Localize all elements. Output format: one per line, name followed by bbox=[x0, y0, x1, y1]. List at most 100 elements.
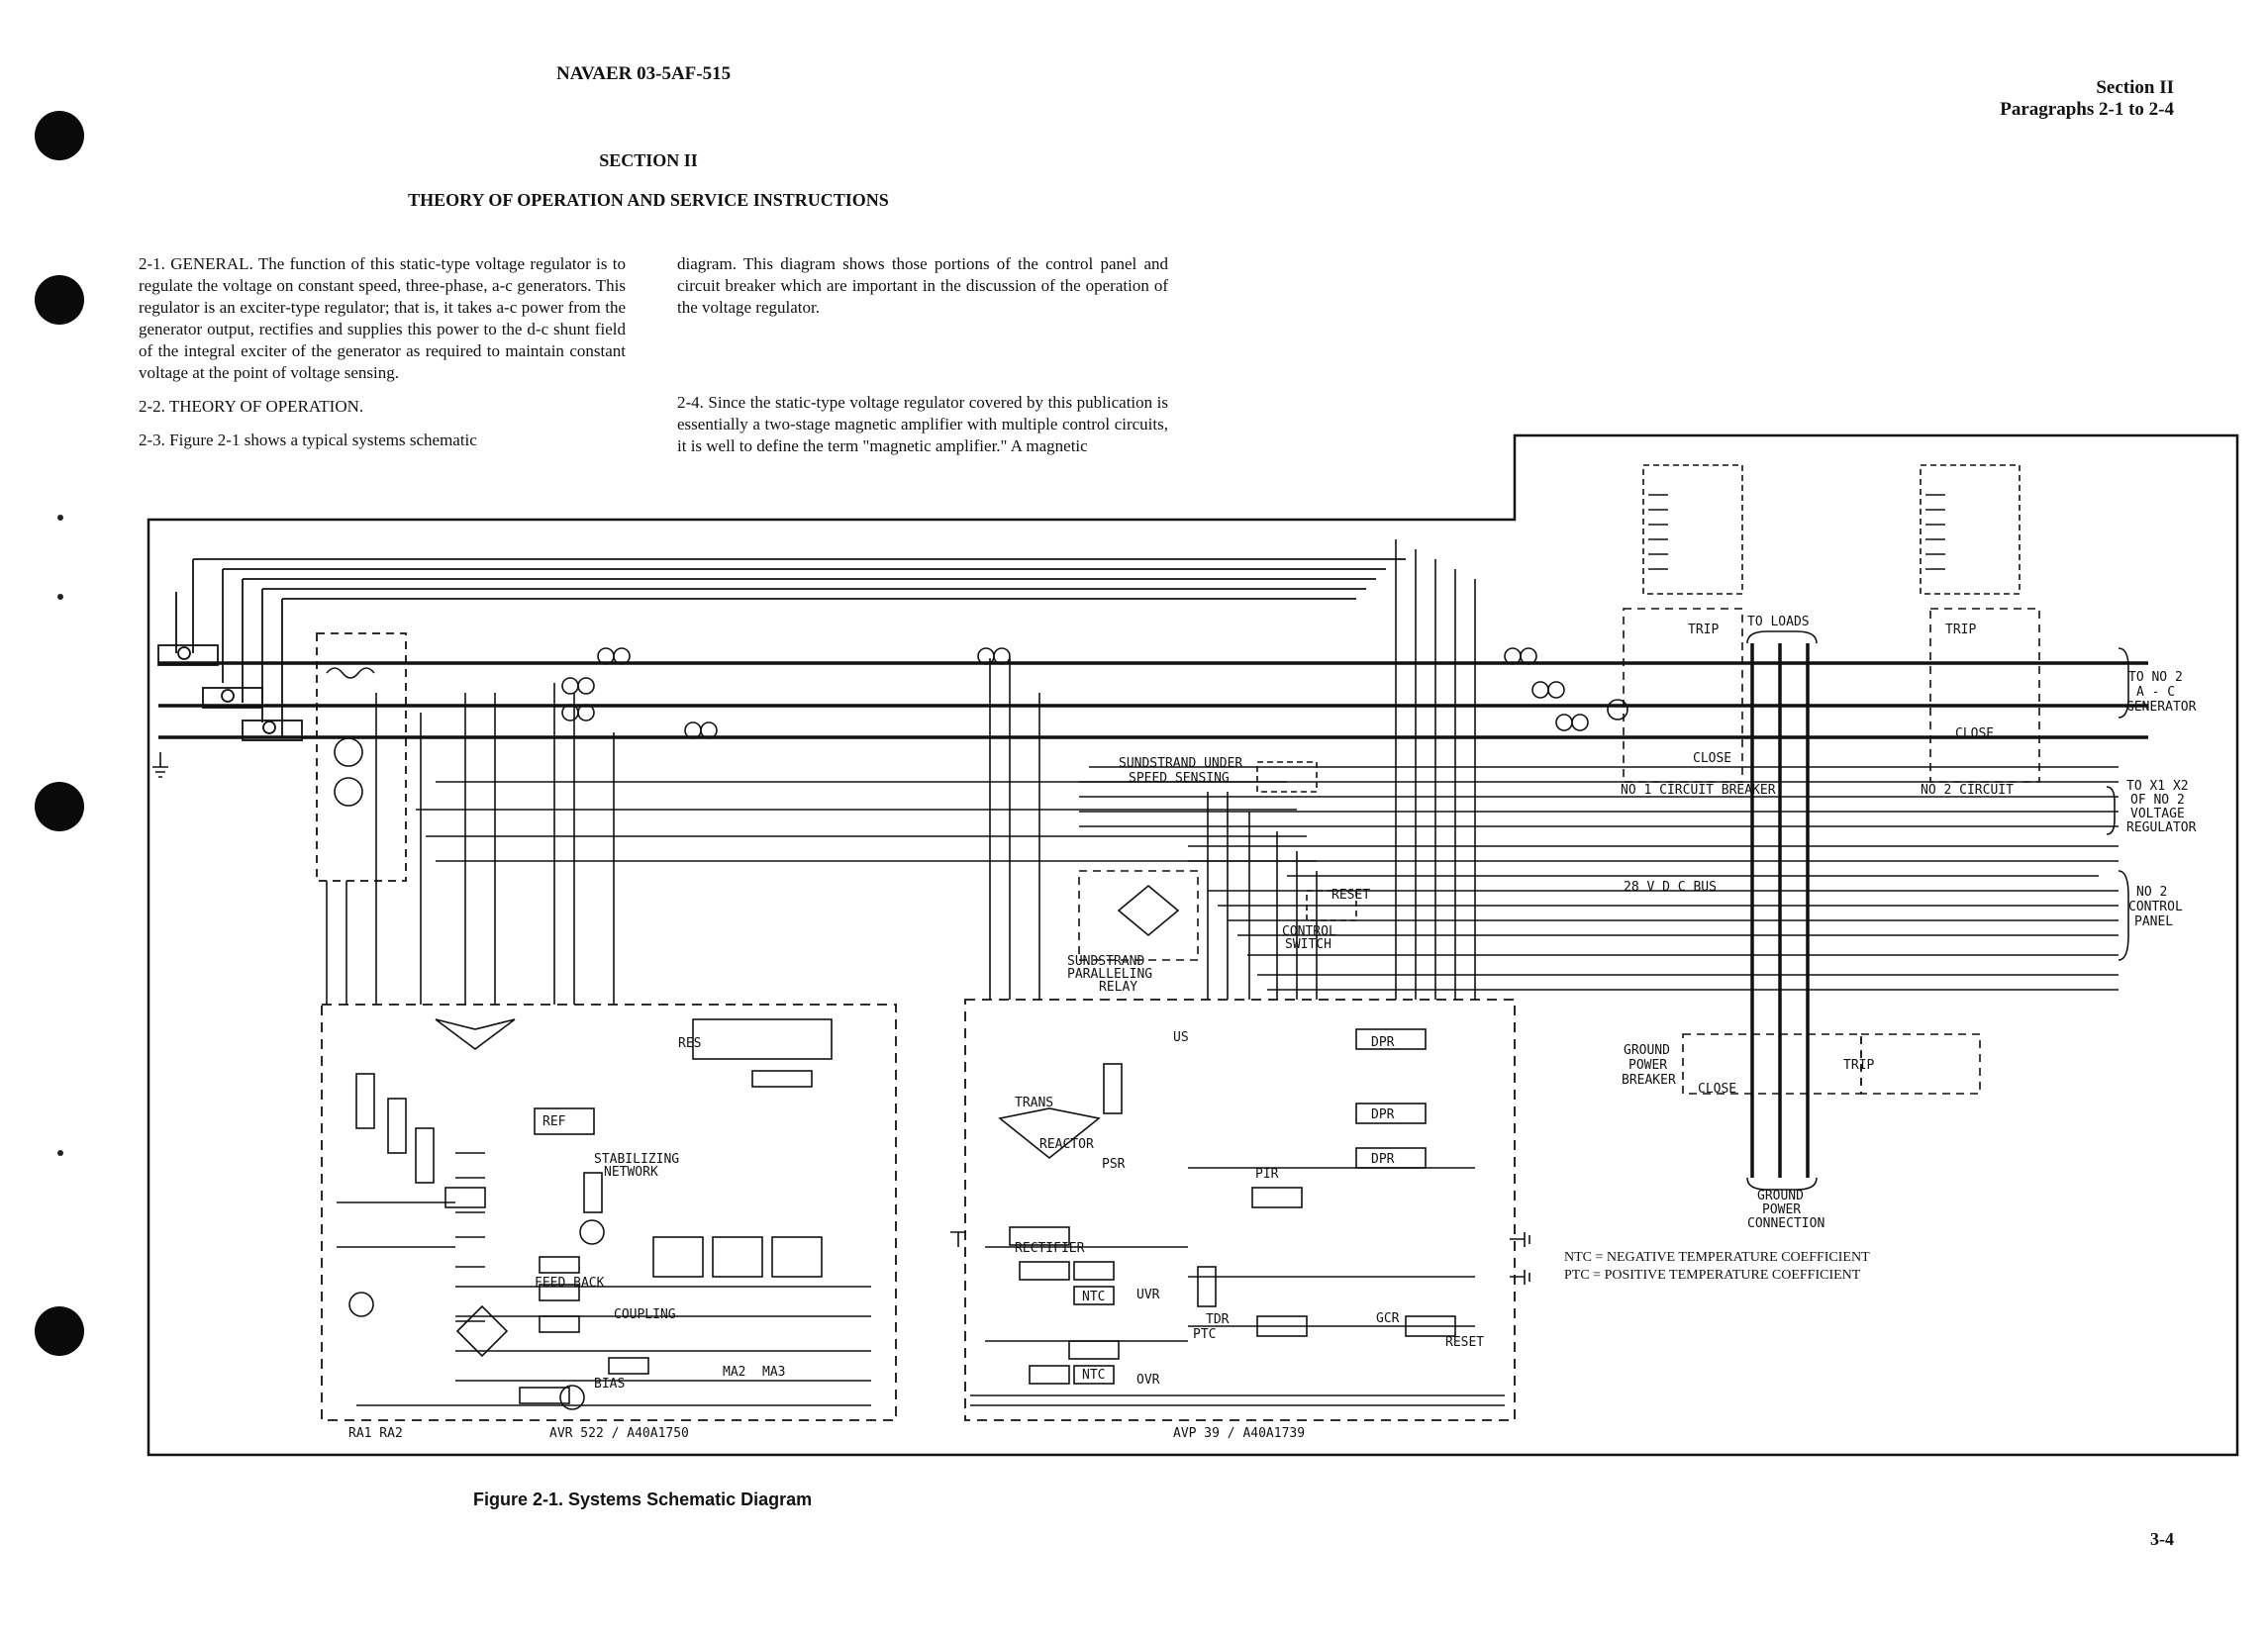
label-close-2: CLOSE bbox=[1955, 726, 1994, 741]
avp-internals bbox=[970, 1028, 1505, 1406]
label-sundstrand-2: SPEED SENSING bbox=[1129, 771, 1230, 786]
ground-power-brace bbox=[1746, 1177, 1818, 1191]
label-paralleling-1: SUNDSTRAND bbox=[1067, 954, 1144, 969]
no2-generator-brace bbox=[2118, 647, 2129, 719]
section-label: Section II bbox=[2096, 77, 2174, 98]
label-ma2: MA2 bbox=[723, 1365, 745, 1380]
document-number: NAVAER 03-5AF-515 bbox=[556, 63, 732, 84]
paragraph-2-3: 2-3. Figure 2-1 shows a typical systems … bbox=[139, 431, 477, 449]
schematic-labels: TO LOADS TO NO 2 A - C GENERATOR TO X1 X… bbox=[348, 615, 2197, 1441]
label-no2-panel-2: CONTROL bbox=[2128, 900, 2183, 914]
avr-feeds bbox=[326, 683, 1317, 1005]
label-psr: PSR bbox=[1102, 1157, 1126, 1172]
label-to-no2-reg-3: VOLTAGE bbox=[2130, 807, 2185, 821]
phase-cts bbox=[561, 647, 1628, 739]
label-paralleling-3: RELAY bbox=[1099, 980, 1137, 995]
avp-39-box bbox=[964, 999, 1516, 1421]
label-trip-1: TRIP bbox=[1688, 623, 1719, 637]
binder-hole-4 bbox=[35, 1306, 84, 1356]
label-ra: RA1 RA2 bbox=[348, 1426, 403, 1441]
label-gpb-close: CLOSE bbox=[1698, 1082, 1736, 1097]
label-reactor: REACTOR bbox=[1039, 1137, 1094, 1152]
label-sundstrand-1: SUNDSTRAND UNDER bbox=[1119, 756, 1242, 771]
label-to-no2-gen-2: A - C bbox=[2136, 685, 2175, 700]
label-gpb-2: POWER bbox=[1628, 1058, 1667, 1073]
legend-ptc: PTC = POSITIVE TEMPERATURE COEFFICIENT bbox=[1564, 1268, 1861, 1283]
label-tdr: TDR bbox=[1206, 1312, 1230, 1327]
label-close-1: CLOSE bbox=[1693, 751, 1731, 766]
label-trip-2: TRIP bbox=[1945, 623, 1976, 637]
label-stab-net-1: STABILIZING bbox=[594, 1152, 679, 1167]
paragraph-2-1: 2-1. GENERAL. The function of this stati… bbox=[139, 254, 626, 382]
label-feedback: FEED BACK bbox=[535, 1276, 605, 1291]
label-dpr-2: DPR bbox=[1371, 1107, 1395, 1122]
label-dpr-1: DPR bbox=[1371, 1035, 1395, 1050]
label-cb2: NO 2 CIRCUIT bbox=[1921, 783, 2014, 798]
label-gpb-trip: TRIP bbox=[1843, 1058, 1874, 1073]
label-to-loads: TO LOADS bbox=[1747, 615, 1810, 629]
ground-symbols bbox=[152, 752, 1530, 1285]
label-no2-panel-3: PANEL bbox=[2134, 914, 2173, 929]
right-text-column: diagram. This diagram shows those portio… bbox=[677, 253, 1168, 469]
label-paralleling-2: PARALLELING bbox=[1067, 967, 1152, 982]
to-loads-brace bbox=[1746, 630, 1818, 644]
label-gpb-1: GROUND bbox=[1624, 1043, 1670, 1058]
label-pir: PIR bbox=[1255, 1167, 1279, 1182]
label-dpr-3: DPR bbox=[1371, 1152, 1395, 1167]
control-wiring bbox=[989, 539, 2119, 1000]
label-to-no2-gen-1: TO NO 2 bbox=[2128, 670, 2183, 685]
label-stab-net-2: NETWORK bbox=[604, 1165, 658, 1180]
label-coupling: COUPLING bbox=[614, 1307, 676, 1322]
label-no2-panel-1: NO 2 bbox=[2136, 885, 2167, 900]
generator-block bbox=[316, 632, 407, 882]
paragraph-2-4: 2-4. Since the static-type voltage regul… bbox=[677, 393, 1168, 455]
label-ptc: PTC bbox=[1193, 1327, 1216, 1342]
load-lines bbox=[1750, 643, 1810, 1178]
phase-lines bbox=[158, 661, 2148, 739]
paragraph-range: Paragraphs 2-1 to 2-4 bbox=[2000, 99, 2174, 120]
circuit-breakers bbox=[1623, 464, 2040, 1095]
label-uvr: UVR bbox=[1136, 1288, 1160, 1302]
left-transformers bbox=[157, 644, 303, 741]
label-res: RES bbox=[678, 1036, 701, 1051]
label-control-switch-2: SWITCH bbox=[1285, 937, 1331, 952]
legend: NTC = NEGATIVE TEMPERATURE COEFFICIENT P… bbox=[1564, 1249, 1870, 1285]
margin-dot bbox=[57, 515, 63, 521]
label-us: US bbox=[1173, 1030, 1189, 1045]
label-reset-2: RESET bbox=[1445, 1335, 1484, 1350]
label-to-no2-reg-2: OF NO 2 bbox=[2130, 793, 2185, 808]
label-gpc-1: GROUND bbox=[1757, 1189, 1804, 1203]
no2-panel-brace bbox=[2118, 870, 2129, 961]
label-avr: AVR 522 / A40A1750 bbox=[549, 1426, 689, 1441]
label-gcr: GCR bbox=[1376, 1311, 1400, 1326]
paragraph-2-3-cont: diagram. This diagram shows those portio… bbox=[677, 254, 1168, 317]
label-to-no2-reg-4: REGULATOR bbox=[2126, 820, 2197, 835]
label-ntc-2: NTC bbox=[1082, 1368, 1105, 1383]
feeder-lines bbox=[175, 558, 1406, 737]
binder-hole-2 bbox=[35, 275, 84, 325]
legend-ntc: NTC = NEGATIVE TEMPERATURE COEFFICIENT bbox=[1564, 1250, 1870, 1265]
margin-dot bbox=[57, 1150, 63, 1156]
label-to-no2-gen-3: GENERATOR bbox=[2126, 700, 2197, 715]
label-gpb-3: BREAKER bbox=[1622, 1073, 1676, 1088]
label-trans: TRANS bbox=[1015, 1096, 1053, 1110]
section-title: SECTION II bbox=[599, 150, 698, 170]
section-subtitle: THEORY OF OPERATION AND SERVICE INSTRUCT… bbox=[408, 190, 889, 210]
margin-dot bbox=[57, 594, 63, 600]
left-text-column: 2-1. GENERAL. The function of this stati… bbox=[139, 253, 626, 463]
label-bus: 28 V D C BUS bbox=[1624, 880, 1717, 895]
label-gpc-3: CONNECTION bbox=[1747, 1216, 1824, 1231]
schematic-border bbox=[147, 433, 2239, 1457]
paragraph-2-2: 2-2. THEORY OF OPERATION. bbox=[139, 397, 364, 416]
label-control-switch-1: CONTROL bbox=[1282, 924, 1336, 939]
figure-caption: Figure 2-1. Systems Schematic Diagram bbox=[473, 1489, 813, 1509]
binder-hole-3 bbox=[35, 782, 84, 831]
label-avp: AVP 39 / A40A1739 bbox=[1173, 1426, 1305, 1441]
avr-522-box bbox=[321, 1004, 897, 1421]
label-cb1: NO 1 CIRCUIT BREAKER bbox=[1621, 783, 1776, 798]
label-bias: BIAS bbox=[594, 1377, 625, 1392]
label-ovr: OVR bbox=[1136, 1373, 1160, 1388]
label-ntc-1: NTC bbox=[1082, 1290, 1105, 1304]
label-reset-1: RESET bbox=[1331, 888, 1370, 903]
